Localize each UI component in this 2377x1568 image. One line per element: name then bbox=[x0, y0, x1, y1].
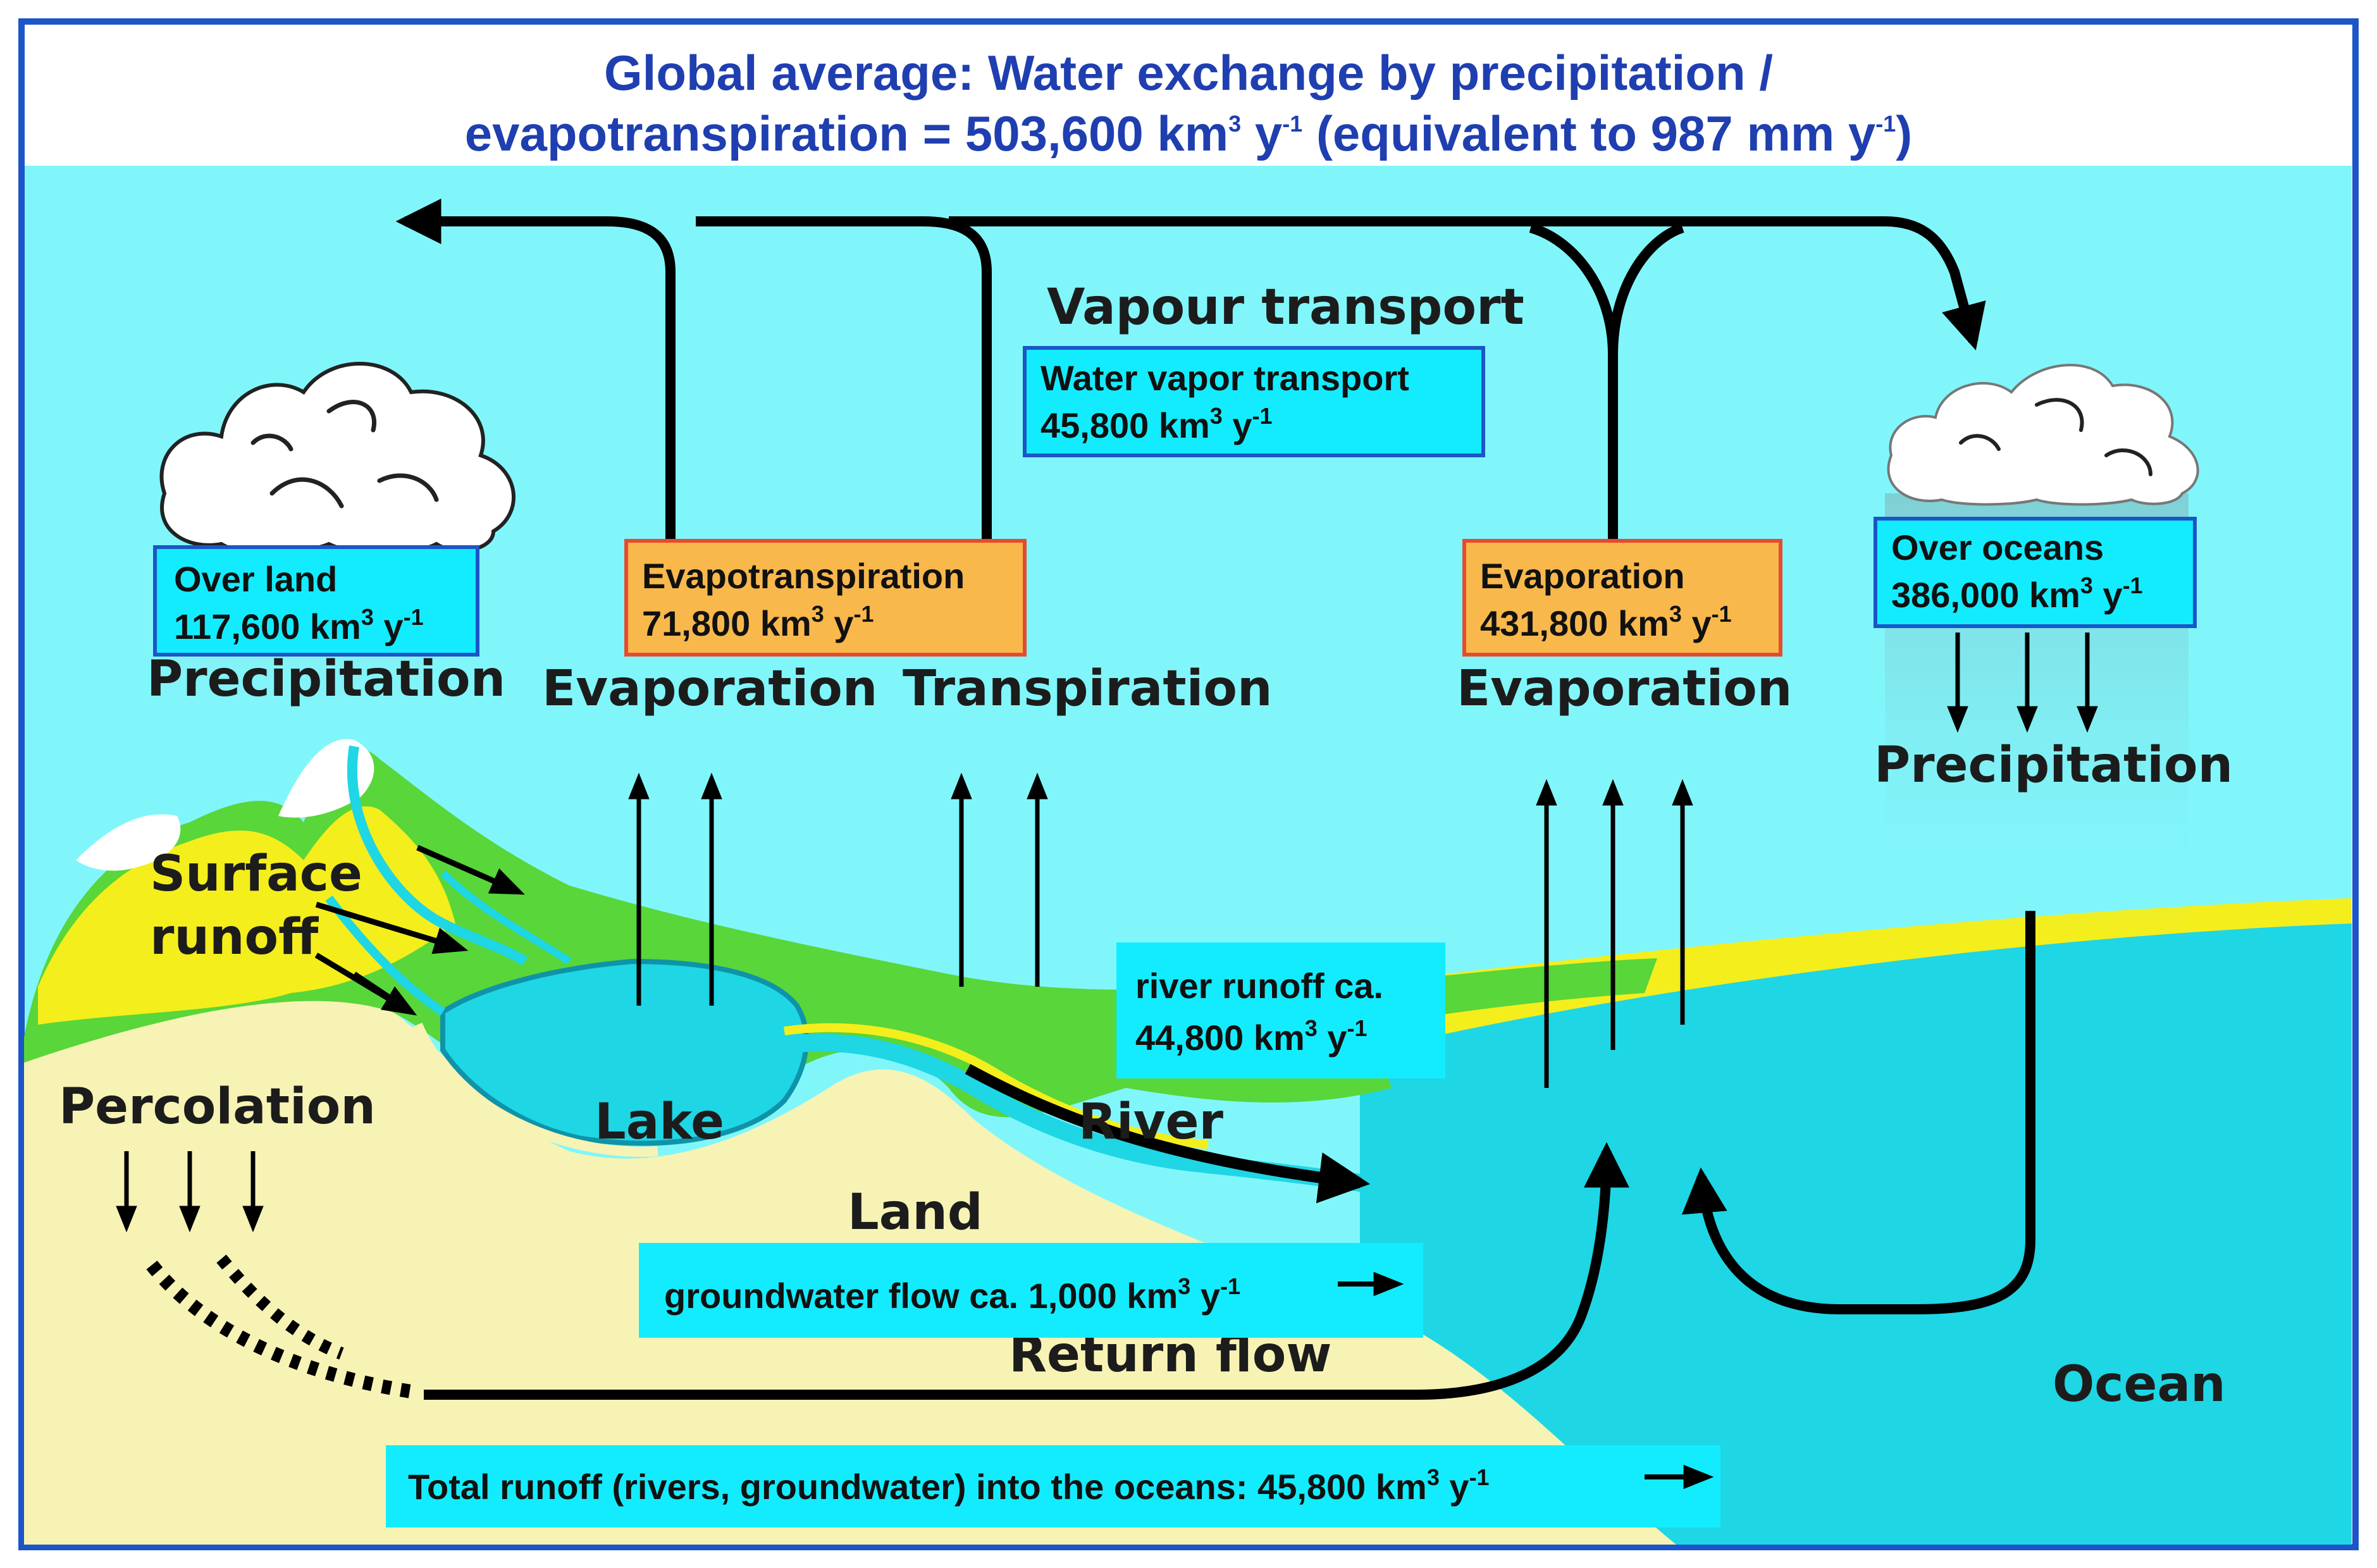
ocean bbox=[1360, 911, 2352, 1545]
box-evaporation-ocean: Evaporation 431,800 km3 y-1 bbox=[1462, 539, 1782, 657]
box-evapotranspiration: Evapotranspiration 71,800 km3 y-1 bbox=[624, 539, 1027, 657]
label-transpiration: Transpiration bbox=[903, 660, 1273, 717]
percolation-dotted-path bbox=[146, 1261, 412, 1398]
label-lake: Lake bbox=[595, 1094, 724, 1151]
mountain-stream-1 bbox=[347, 745, 528, 966]
label-percolation: Percolation bbox=[59, 1078, 376, 1135]
svg-text:45,800 km3 y-1: 45,800 km3 y-1 bbox=[1040, 403, 1273, 445]
box-water-vapor-transport: Water vapor transport 45,800 km3 y-1 bbox=[1023, 346, 1485, 457]
mountain-stream-2 bbox=[325, 895, 445, 1016]
percolation-dotted-path-2 bbox=[216, 1254, 344, 1360]
title-line-1: Global average: Water exchange by precip… bbox=[604, 45, 1773, 101]
lake-shore bbox=[412, 1022, 658, 1157]
surface-runoff-arrow-4 bbox=[352, 972, 413, 1015]
return-flow-arrow bbox=[424, 1142, 1629, 1400]
lake bbox=[440, 958, 809, 1146]
svg-text:386,000 km3 y-1: 386,000 km3 y-1 bbox=[1891, 572, 2143, 615]
svg-text:Evapotranspiration: Evapotranspiration bbox=[642, 556, 965, 596]
surface-runoff-arrow-1 bbox=[416, 844, 525, 895]
box-groundwater-flow: groundwater flow ca. 1,000 km3 y-1 bbox=[639, 1243, 1423, 1338]
svg-text:groundwater flow ca. 1,000 km3: groundwater flow ca. 1,000 km3 y-1 bbox=[664, 1273, 1240, 1316]
vapour-transport-top-line bbox=[949, 216, 1986, 350]
title-line-2: evapotranspiration = 503,600 km3 y-1 (eq… bbox=[465, 106, 1912, 161]
label-ocean: Ocean bbox=[2053, 1356, 2226, 1413]
label-evaporation-ocean: Evaporation bbox=[1457, 660, 1792, 717]
box-total-runoff: Total runoff (rivers, groundwater) into … bbox=[386, 1445, 1720, 1528]
svg-text:117,600 km3 y-1: 117,600 km3 y-1 bbox=[174, 604, 424, 646]
river-bank bbox=[784, 1023, 1209, 1149]
surface-runoff-arrow-2 bbox=[315, 901, 469, 954]
label-vapour-transport: Vapour transport bbox=[1047, 279, 1524, 336]
ocean-evaporation-left-branch bbox=[1529, 223, 1618, 355]
label-river: River bbox=[1078, 1094, 1224, 1151]
snow-cap-left bbox=[76, 814, 181, 871]
vapour-transport-arrow-left bbox=[395, 199, 676, 557]
transpiration-up-line bbox=[696, 216, 992, 557]
svg-text:Total runoff (rivers, groundwa: Total runoff (rivers, groundwater) into … bbox=[408, 1464, 1490, 1507]
label-land: Land bbox=[848, 1184, 983, 1241]
box-river-runoff: river runoff ca. 44,800 km3 y-1 bbox=[1116, 942, 1445, 1078]
label-precipitation-land: Precipitation bbox=[147, 651, 505, 708]
svg-text:Water vapor transport: Water vapor transport bbox=[1040, 358, 1409, 398]
label-evaporation-land: Evaporation bbox=[542, 660, 877, 717]
river-flow-arrow bbox=[965, 1064, 1371, 1204]
svg-text:431,800 km3 y-1: 431,800 km3 y-1 bbox=[1480, 601, 1732, 643]
hill-yellow-fields bbox=[38, 806, 455, 1025]
svg-text:Over land: Over land bbox=[174, 559, 337, 599]
label-runoff: runoff bbox=[150, 909, 319, 966]
svg-text:44,800 km3 y-1: 44,800 km3 y-1 bbox=[1135, 1015, 1368, 1058]
svg-text:Evaporation: Evaporation bbox=[1480, 556, 1685, 596]
box-over-oceans: Over oceans 386,000 km3 y-1 bbox=[1874, 517, 2197, 628]
svg-text:Over oceans: Over oceans bbox=[1891, 528, 2104, 567]
ocean-precip-loop-arrow bbox=[1681, 911, 2035, 1314]
label-precipitation-ocean: Precipitation bbox=[1874, 737, 2233, 794]
cloud-ocean-icon bbox=[1887, 364, 2199, 506]
svg-text:71,800 km3 y-1: 71,800 km3 y-1 bbox=[642, 601, 874, 643]
svg-text:river runoff ca.: river runoff ca. bbox=[1135, 966, 1383, 1006]
mountain-stream-3 bbox=[440, 870, 572, 965]
label-surface: Surface bbox=[150, 846, 362, 903]
diagram-frame bbox=[18, 18, 2359, 1550]
box-over-land: Over land 117,600 km3 y-1 bbox=[153, 545, 479, 657]
